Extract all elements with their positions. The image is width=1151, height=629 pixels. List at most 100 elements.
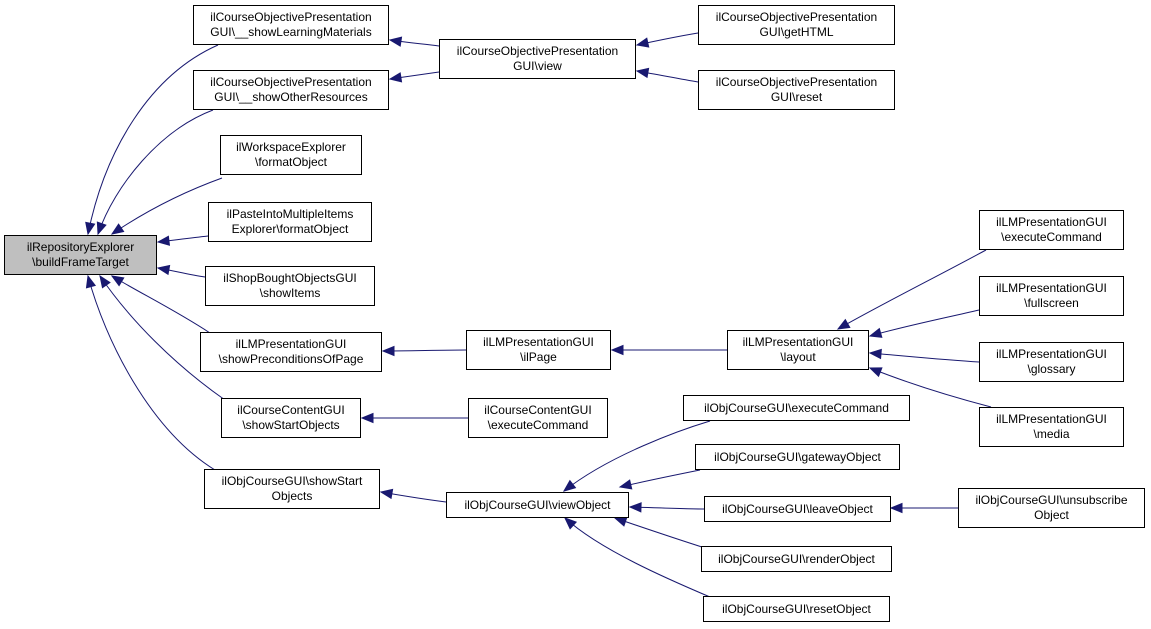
arrow-head-icon [635,67,650,79]
node-ccShowStartObjects[interactable]: ilCourseContentGUI\showStartObjects [221,398,361,438]
node-shopShowItems[interactable]: ilShopBoughtObjectsGUI\showItems [205,266,375,306]
node-lmShowPreconditions[interactable]: ilLMPresentationGUI\showPreconditionsOfP… [200,332,382,372]
node-label-line: ilObjCourseGUI\showStart [221,474,363,488]
node-objResetObject[interactable]: ilObjCourseGUI\resetObject [703,596,890,622]
node-label-line: ilLMPresentationGUI [996,347,1107,361]
node-label-line: \executeCommand [487,418,589,432]
node-objViewObject[interactable]: ilObjCourseGUI\viewObject [446,492,629,518]
node-label-line: \showStartObjects [242,418,340,432]
node-label-line: ilObjCourseGUI\leaveObject [722,501,873,516]
node-lmGlossary[interactable]: ilLMPresentationGUI\glossary [979,342,1124,382]
node-label-line: \executeCommand [1001,230,1102,244]
node-label-line: ilLMPresentationGUI [996,412,1107,426]
node-label-line: \buildFrameTarget [32,255,129,269]
arrow-head-icon [85,274,97,289]
edge-lmLayout-to-lmIlPage [610,344,727,356]
edge-ccExecuteCommand-to-ccShowStartObjects [360,412,468,424]
edge-line [97,109,214,235]
edge-lmExecuteCommand-to-lmLayout [836,249,987,330]
edge-line [563,420,711,492]
node-root[interactable]: ilRepositoryExplorer\buildFrameTarget [4,235,157,275]
node-objRenderObject[interactable]: ilObjCourseGUI\renderObject [701,546,892,572]
edge-objResetObject-to-objViewObject [564,517,711,598]
arrow-head-icon [628,502,642,513]
node-objGatewayObject[interactable]: ilObjCourseGUI\gatewayObject [695,444,900,470]
node-label-line: ilLMPresentationGUI [235,337,347,351]
node-label-line: ilShopBoughtObjectsGUI [223,271,357,285]
arrow-head-icon [613,516,628,527]
node-lmLayout[interactable]: ilLMPresentationGUI\layout [727,330,869,370]
edge-copView-to-showLearningMaterials [388,36,440,47]
edge-line [87,275,216,471]
node-label-line: \glossary [1027,362,1076,376]
edge-line [564,517,711,598]
arrow-head-icon [156,235,171,246]
node-label-line: \fullscreen [1024,296,1079,310]
edge-lmGlossary-to-lmLayout [868,348,980,363]
edge-objExecuteCommand-to-objViewObject [562,420,711,492]
edge-lmIlPage-to-lmShowPreconditions [381,345,467,357]
edge-line [99,275,226,401]
edge-objLeaveObject-to-objViewObject [628,502,705,513]
arrow-head-icon [562,479,577,492]
node-label-line: ilCourseObjectivePresentation [715,75,878,89]
edge-objShowStartObjects-to-root [85,274,216,471]
node-label-line: ilLMPresentationGUI [483,335,594,349]
edge-objUnsubscribeObject-to-objLeaveObject [889,502,958,514]
edge-copReset-to-copView [635,67,699,83]
node-label-line: ilObjCourseGUI\resetObject [722,601,871,616]
edge-pasteFormatObject-to-root [156,235,209,246]
arrow-head-icon [868,348,882,360]
node-label-line: ilObjCourseGUI\viewObject [464,497,611,512]
node-lmMedia[interactable]: ilLMPresentationGUI\media [979,407,1124,447]
arrow-head-icon [388,36,403,47]
arrow-head-icon [836,318,851,330]
node-label-line: \formatObject [254,155,328,169]
edge-line [619,469,701,488]
edge-objGatewayObject-to-objViewObject [618,469,701,490]
node-objLeaveObject[interactable]: ilObjCourseGUI\leaveObject [704,496,891,522]
arrow-head-icon [156,264,171,276]
edge-lmFullscreen-to-lmLayout [868,309,980,338]
arrow-head-icon [96,221,107,236]
node-wsFormatObject[interactable]: ilWorkspaceExplorer\formatObject [220,135,362,175]
node-label-line: \showItems [259,286,321,300]
edge-lmShowPreconditions-to-root [110,275,211,334]
edge-shopShowItems-to-root [156,264,206,278]
edge-line [87,44,219,235]
edge-objViewObject-to-objShowStartObjects [379,488,447,503]
node-ccExecuteCommand[interactable]: ilCourseContentGUI\executeCommand [468,398,608,438]
edge-line [869,367,992,408]
edge-line [614,517,706,549]
node-label-line: GUI\__showOtherResources [214,90,368,104]
node-label-line: GUI\__showLearningMaterials [210,25,372,39]
node-label-line: ilCourseObjectivePresentation [210,10,372,24]
arrow-head-icon [388,72,403,83]
edge-showOtherResources-to-root [96,109,214,236]
edge-line [382,349,467,352]
node-label-line: ilObjCourseGUI\executeCommand [704,400,889,415]
edge-copGetHTML-to-copView [635,32,699,48]
arrow-head-icon [360,412,374,424]
node-lmIlPage[interactable]: ilLMPresentationGUI\ilPage [466,330,611,370]
edge-showLearningMaterials-to-root [85,44,219,236]
node-objExecuteCommand[interactable]: ilObjCourseGUI\executeCommand [683,395,910,421]
node-label-line: ilCourseObjectivePresentation [456,44,619,58]
edge-line [111,275,211,334]
edge-line [111,177,223,235]
edge-line [869,309,980,337]
node-label-line: ilCourseObjectivePresentation [715,10,878,24]
arrow-head-icon [99,274,111,289]
node-lmExecuteCommand[interactable]: ilLMPresentationGUI\executeCommand [979,210,1124,250]
node-lmFullscreen[interactable]: ilLMPresentationGUI\fullscreen [979,276,1124,316]
